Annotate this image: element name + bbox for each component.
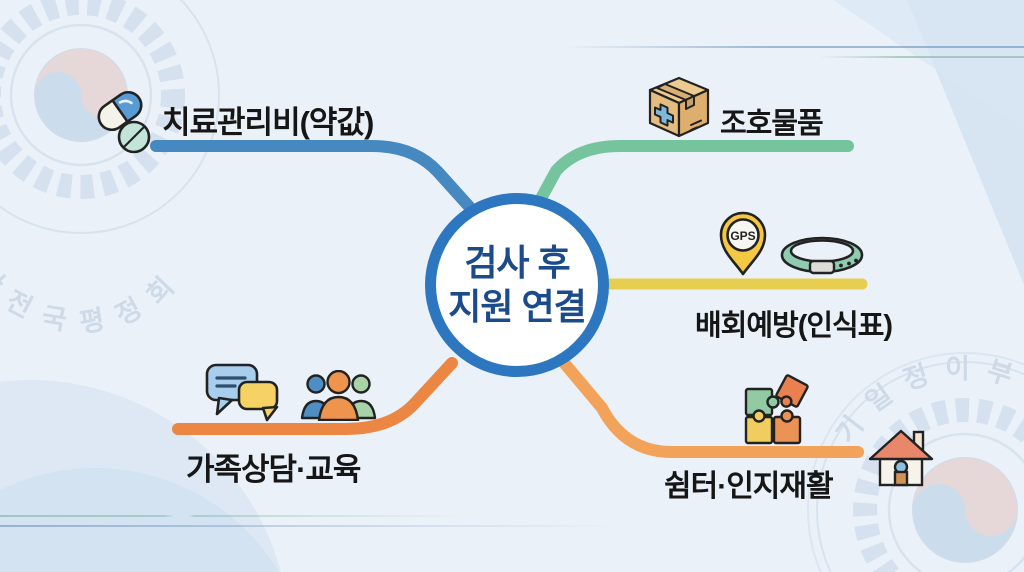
wristband-icon: [780, 236, 864, 275]
medical-box-icon: [648, 76, 710, 138]
branch-line-supplies: [532, 140, 854, 210]
pills-icon: [97, 90, 151, 154]
center-node-title-line1: 검사 후: [464, 242, 570, 284]
branch-line-treatment: [150, 140, 480, 218]
branch-label-family: 가족상담·교육: [186, 452, 361, 487]
medical-cross-icon: [654, 103, 674, 127]
branch-label-wandering: 배회예방(인식표): [695, 310, 893, 342]
center-node: 검사 후 지원 연결: [425, 193, 609, 377]
house-icon: [868, 429, 934, 487]
puzzle-icon: [744, 374, 809, 445]
chat-bubbles-icon: [205, 363, 279, 422]
branch-label-treatment: 치료관리비(약값): [162, 105, 374, 140]
center-node-title-line2: 지원 연결: [448, 286, 586, 327]
family-group-icon: [300, 370, 377, 421]
branch-line-shelter: [554, 352, 864, 458]
gps-pin-label: GPS: [730, 229, 755, 243]
branch-label-supplies: 조호물품: [720, 108, 824, 140]
gps-pin-icon: GPS: [719, 211, 767, 276]
branch-label-shelter: 쉼터·인지재활: [664, 470, 834, 503]
branch-line-family: [172, 357, 458, 435]
